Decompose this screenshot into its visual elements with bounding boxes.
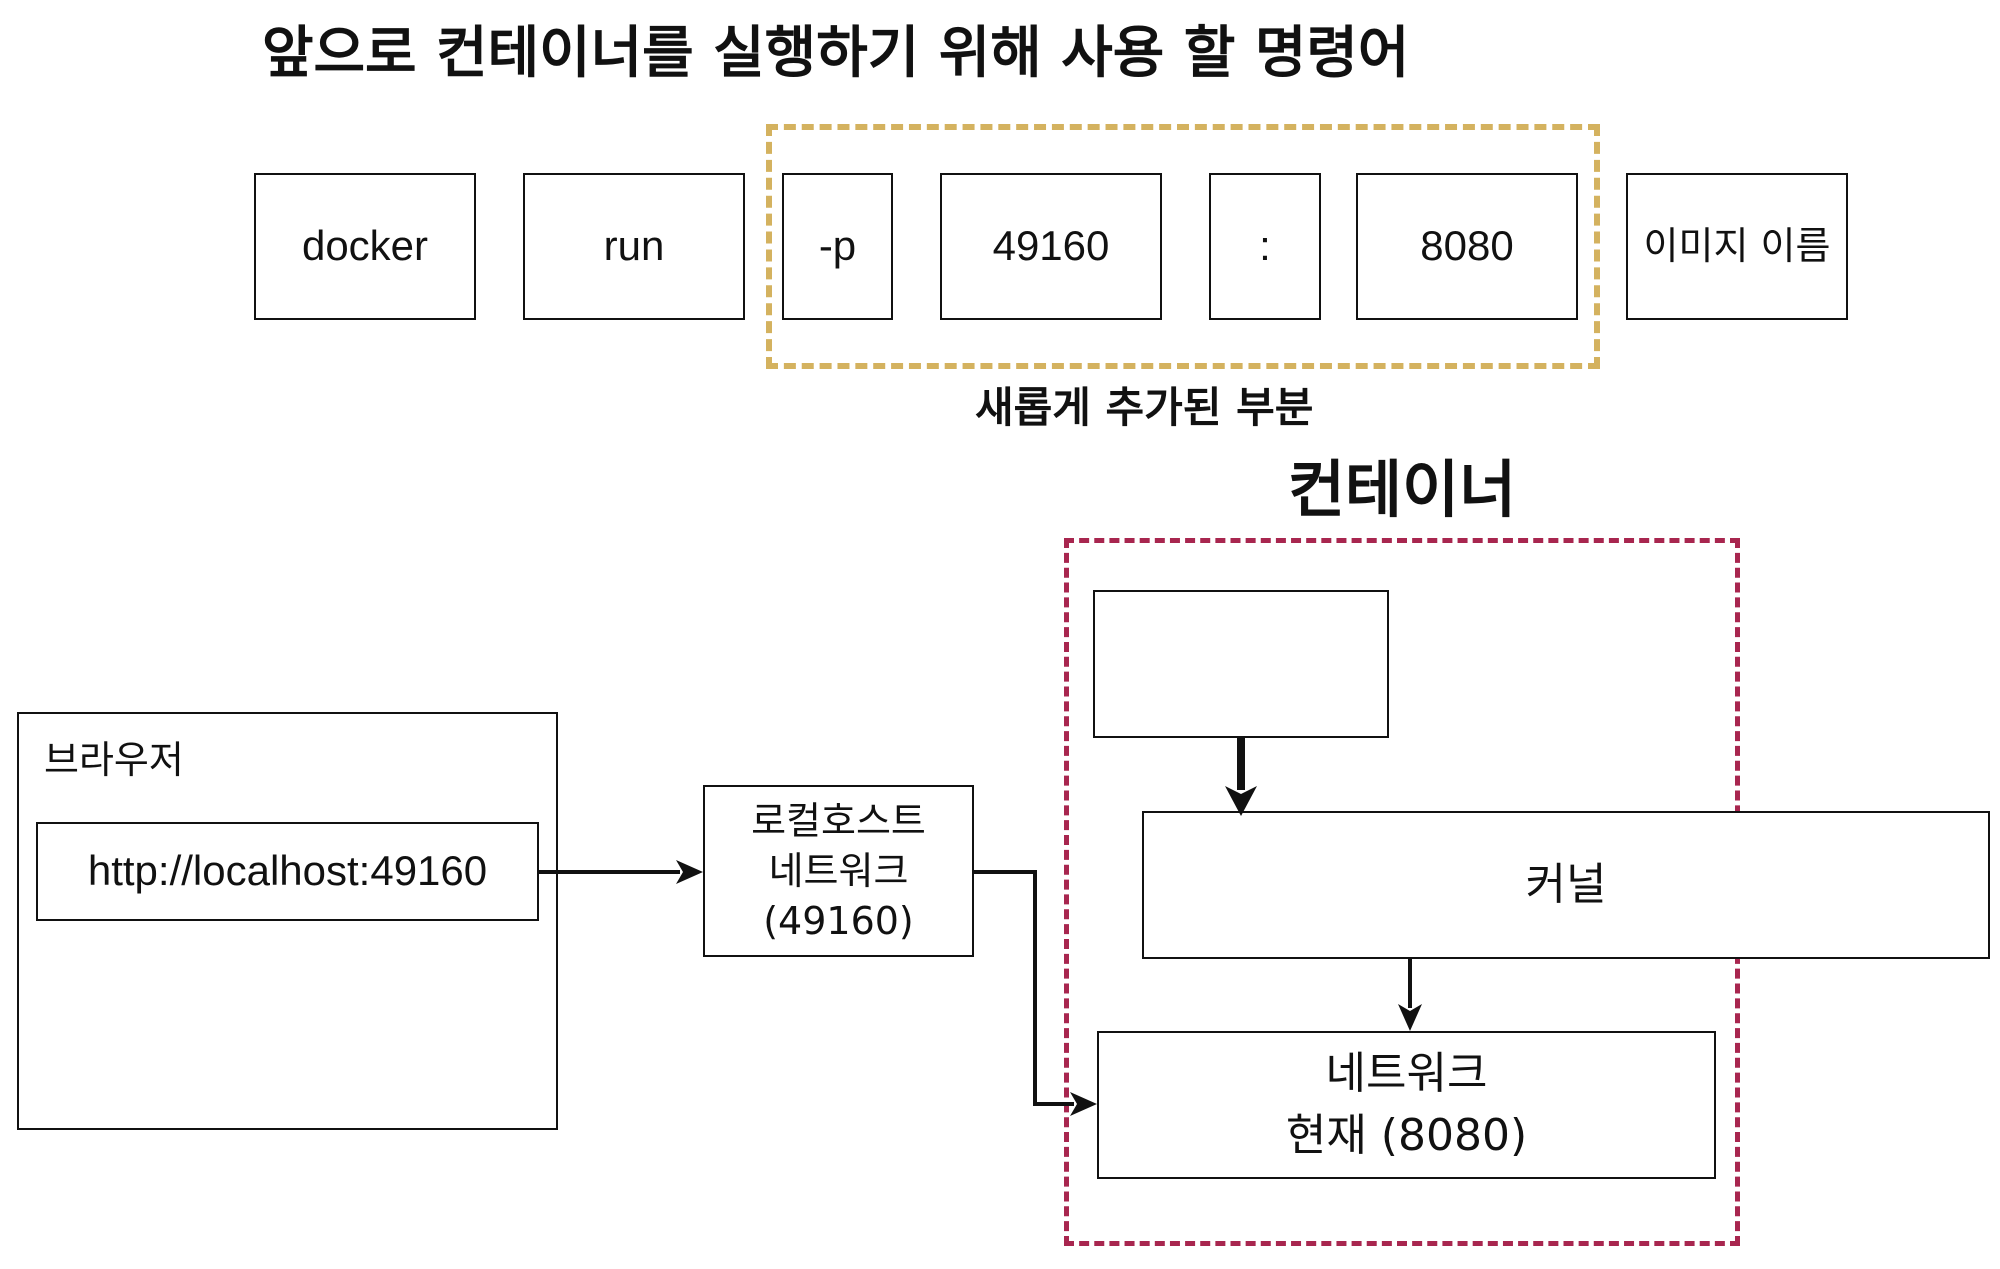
command-part-image-name: 이미지 이름 (1626, 173, 1848, 320)
arrowhead-app-to-kernel (1225, 786, 1257, 816)
command-part-p-flag: -p (782, 173, 893, 320)
localhost-network-box: 로컬호스트 네트워크 (49160) (703, 785, 974, 957)
command-part-text: 이미지 이름 (1643, 223, 1831, 268)
container-title: 컨테이너 (1288, 453, 1517, 526)
kernel-box: 커널 (1142, 811, 1990, 959)
localhost-network-line: 네트워크 (768, 849, 909, 893)
command-part-text: 49160 (992, 222, 1110, 270)
browser-window (17, 712, 558, 1130)
command-part-text: docker (301, 222, 429, 270)
command-part-text: : (1259, 222, 1271, 270)
arrowhead-browser-to-localhost (676, 860, 703, 884)
command-part-host-port: 49160 (940, 173, 1162, 320)
command-part-text: 8080 (1420, 222, 1514, 270)
browser-url-box: http://localhost:49160 (36, 822, 539, 921)
localhost-network-line: 로컬호스트 (751, 799, 926, 843)
container-network-line: 네트워크 (1325, 1048, 1488, 1099)
localhost-network-port: (49160) (763, 899, 914, 943)
command-part-text: run (603, 222, 665, 270)
container-network-box: 네트워크 현재 (8080) (1097, 1031, 1716, 1179)
command-part-text: -p (818, 222, 857, 270)
arrowhead-localhost-to-container-network (1070, 1092, 1097, 1116)
arrowhead-kernel-to-network (1398, 1004, 1422, 1031)
new-part-highlight (766, 124, 1600, 369)
command-part-container-port: 8080 (1356, 173, 1578, 320)
kernel-label: 커널 (1525, 858, 1607, 910)
browser-label: 브라우저 (44, 738, 184, 782)
arrow-localhost-to-container-network (974, 870, 1074, 1106)
browser-url: http://localhost:49160 (87, 847, 488, 895)
command-part-colon: : (1209, 173, 1321, 320)
diagram-title: 앞으로 컨테이너를 실행하기 위해 사용 할 명령어 (262, 21, 1410, 86)
container-network-port: 현재 (8080) (1285, 1110, 1528, 1161)
container-app-box (1093, 590, 1389, 738)
command-part-run: run (523, 173, 745, 320)
command-part-docker: docker (254, 173, 476, 320)
new-part-caption: 새롭게 추가된 부분 (975, 383, 1314, 432)
